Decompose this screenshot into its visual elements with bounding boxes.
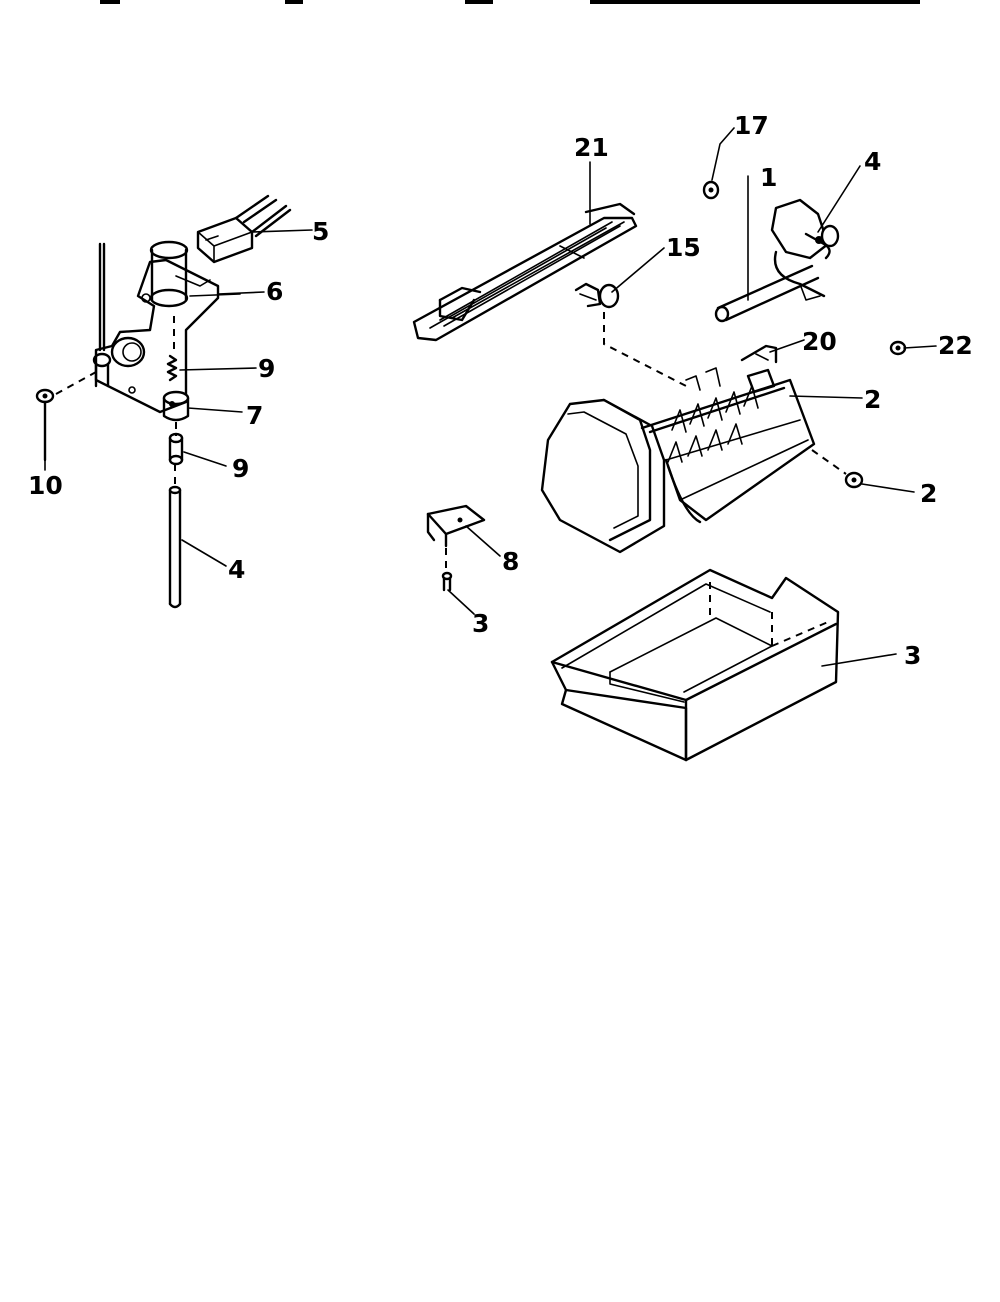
alignment-line-screw-2	[811, 449, 847, 475]
callout-4-right: 4	[864, 147, 881, 176]
ice-bucket-part-3	[550, 568, 840, 762]
nut-part-7	[162, 390, 190, 422]
fill-tube-part-1	[714, 264, 820, 323]
callout-10: 10	[28, 471, 63, 500]
nut-part-17	[702, 180, 720, 200]
wire-harness-part-21	[412, 202, 638, 342]
spring-part-9-upper	[166, 354, 178, 382]
callout-2-lower: 2	[920, 479, 937, 508]
callout-labels: 5 6 9 7 9 4 10 21 17 1 4 15 20 22 2 2 8 …	[28, 111, 973, 670]
callout-17: 17	[734, 111, 769, 140]
tube-part-4-left	[168, 485, 182, 609]
callout-22: 22	[938, 331, 973, 360]
screw-part-3-small	[441, 571, 453, 592]
callout-8: 8	[502, 547, 519, 576]
screw-part-2	[844, 471, 864, 489]
clip-part-20	[740, 344, 778, 364]
left-valve-assembly	[92, 240, 220, 414]
bracket-part-8	[426, 504, 486, 548]
valve-flange-part-6	[189, 293, 241, 297]
callout-4-left: 4	[228, 555, 245, 584]
leader-lines	[44, 127, 937, 667]
connector-plug-part-5	[196, 194, 292, 264]
ice-maker-part-2	[540, 367, 816, 554]
sleeve-part-9-lower	[168, 432, 184, 466]
callout-5: 5	[312, 217, 329, 246]
callout-1: 1	[760, 163, 777, 192]
callout-21: 21	[574, 133, 609, 162]
callout-15: 15	[666, 233, 701, 262]
callout-9-upper: 9	[258, 354, 275, 383]
alignment-line-left-4	[55, 371, 97, 395]
valve-part-4-right	[770, 198, 840, 301]
screw-part-10	[35, 388, 55, 462]
cropped-header-strip	[100, 0, 920, 4]
callout-3-small: 3	[472, 609, 489, 638]
clip-part-15	[574, 282, 620, 309]
callout-20: 20	[802, 327, 837, 356]
callout-7: 7	[246, 401, 263, 430]
callout-9-lower: 9	[232, 454, 249, 483]
callout-2-upper: 2	[864, 385, 881, 414]
callout-3-bucket: 3	[904, 641, 921, 670]
screw-part-22	[889, 340, 907, 356]
alignment-line-clip	[603, 312, 691, 389]
callout-6: 6	[266, 277, 283, 306]
